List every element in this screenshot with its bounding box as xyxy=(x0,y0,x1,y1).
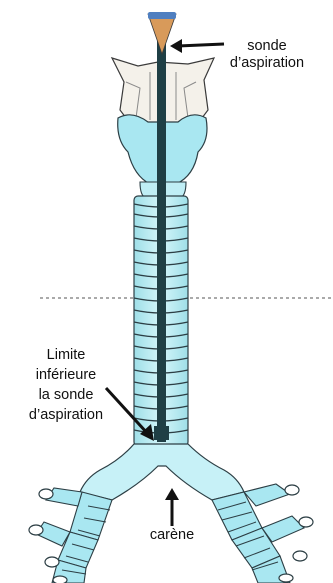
label-limite-line1: Limite xyxy=(2,345,130,365)
suction-probe xyxy=(157,30,166,442)
label-limite-line2: inférieure xyxy=(2,365,130,385)
suction-probe-tip xyxy=(148,14,176,54)
left-bronchus xyxy=(36,488,112,583)
label-sonde-aspiration: sonde d’aspiration xyxy=(212,38,322,72)
arrow-carene xyxy=(165,488,179,526)
label-carene: carène xyxy=(137,527,207,544)
label-limite-line4: d’aspiration xyxy=(2,405,130,425)
suction-probe-cap xyxy=(148,12,176,19)
label-sonde-line2: d’aspiration xyxy=(212,55,322,72)
suction-probe-lower-limit xyxy=(154,426,169,440)
label-limite-inferieure: Limite inférieure la sonde d’aspiration xyxy=(2,345,130,425)
carina-bifurcation xyxy=(80,444,244,500)
label-sonde-line1: sonde xyxy=(212,38,322,55)
label-limite-line3: la sonde xyxy=(2,385,130,405)
